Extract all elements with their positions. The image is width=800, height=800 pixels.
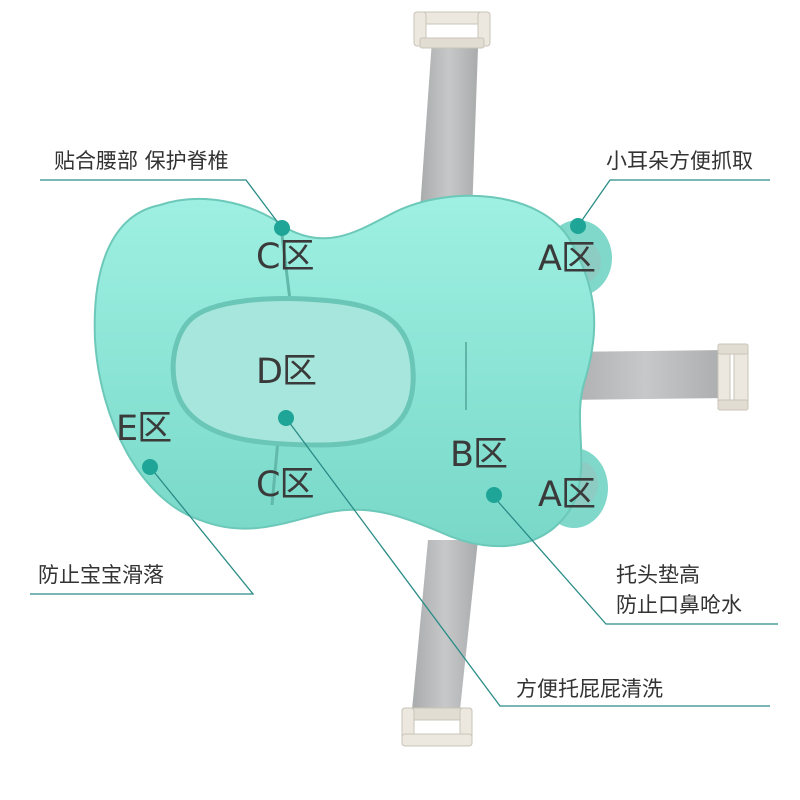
strap-top [420, 40, 478, 215]
marker-dot-a-top [570, 218, 586, 234]
cushion-seam-top [280, 234, 292, 301]
zone-label-a-bottom: A区 [538, 475, 596, 515]
cushion-seam-bottom [270, 439, 280, 506]
callout-slip: 防止宝宝滑落 [38, 563, 164, 587]
zone-label-b: B区 [450, 435, 508, 475]
marker-dot-b [486, 487, 502, 503]
buckle-bottom [401, 707, 473, 747]
leader-line-slip [30, 466, 255, 595]
buckle-right [717, 343, 749, 411]
callout-head: 托头垫高 防止口鼻呛水 [616, 560, 742, 621]
zone-label-d: D区 [256, 352, 317, 392]
straps [412, 40, 730, 710]
buckles [401, 11, 749, 747]
buckle-top [413, 11, 491, 49]
callout-waist: 贴合腰部 保护脊椎 [54, 149, 229, 173]
strap-right [560, 350, 730, 400]
callout-head-line1: 托头垫高 [616, 563, 700, 587]
mesh-panel-d-zone [170, 296, 416, 448]
leader-line-head [493, 496, 778, 625]
marker-dot-d [278, 410, 294, 426]
leader-line-waist [40, 179, 283, 229]
leader-line-wash [285, 417, 770, 707]
callout-ears: 小耳朵方便抓取 [606, 149, 753, 173]
callout-head-line2: 防止口鼻呛水 [616, 593, 742, 618]
leader-line-ears [577, 179, 770, 227]
zone-label-c-top: C区 [256, 237, 314, 277]
zone-label-a-top: A区 [538, 239, 596, 279]
zone-label-c-bottom: C区 [256, 465, 314, 505]
strap-bottom [412, 540, 478, 710]
zone-label-e: E区 [116, 409, 172, 449]
callout-wash: 方便托屁屁清洗 [516, 677, 663, 701]
marker-dot-c-top [274, 220, 290, 236]
marker-dot-e [142, 459, 158, 475]
